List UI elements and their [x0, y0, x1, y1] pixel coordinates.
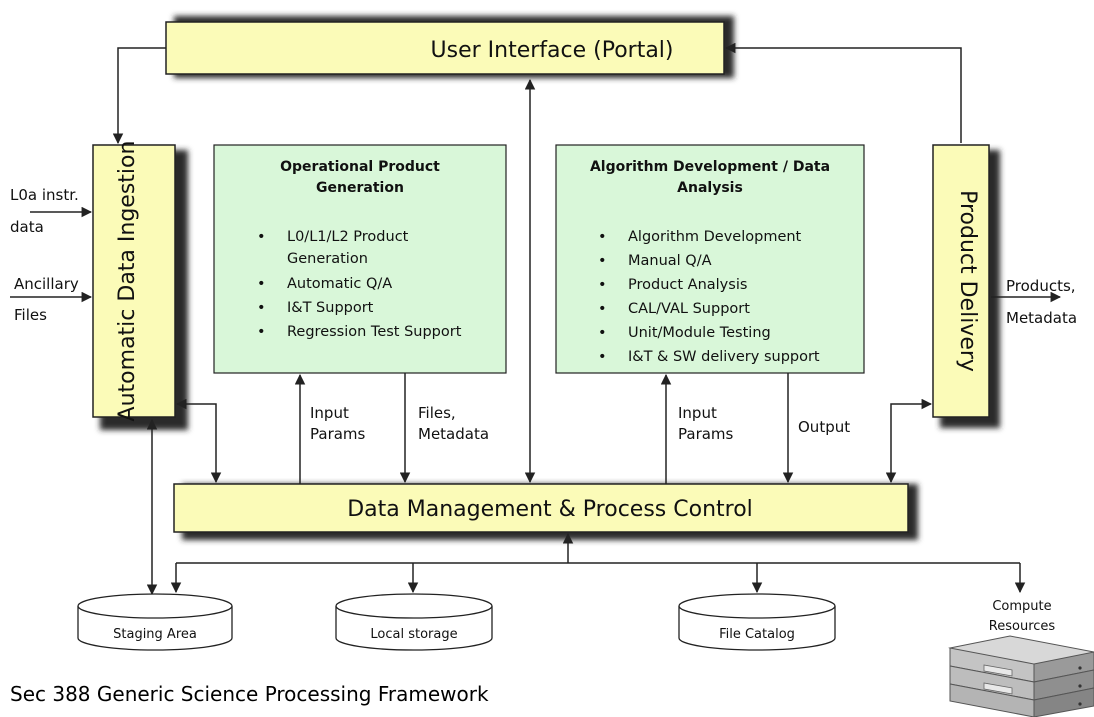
delivery-label: Product Delivery — [955, 190, 980, 372]
output-label: Output — [798, 418, 850, 436]
files-metadata-label-1: Files, — [418, 404, 456, 422]
files-metadata-label-2: Metadata — [418, 425, 489, 443]
algorithm-item: Product Analysis — [628, 277, 747, 293]
compute-label-2: Resources — [989, 619, 1056, 634]
operational-title-1: Operational Product — [280, 159, 440, 175]
ancillary-label-2: Files — [14, 306, 47, 324]
ancillary-label-1: Ancillary — [14, 275, 79, 293]
connectors — [10, 42, 1062, 596]
ui-portal-label: User Interface (Portal) — [431, 38, 674, 63]
algorithm-item: I&T & SW delivery support — [628, 349, 820, 365]
ui-portal-box[interactable] — [165, 21, 725, 75]
operational-item: Regression Test Support — [287, 324, 462, 340]
delivery-box[interactable] — [932, 144, 990, 418]
operational-item: Generation — [287, 251, 368, 267]
algorithm-panel[interactable] — [555, 144, 865, 374]
ingestion-data-mgmt-arrow — [175, 398, 222, 484]
compute-label-1: Compute — [992, 599, 1051, 614]
alg-input-params-label-1: Input — [678, 404, 717, 422]
alg-input-params-label-2: Params — [678, 425, 734, 443]
file-catalog-label: File Catalog — [719, 627, 795, 642]
data-mgmt-label: Data Management & Process Control — [347, 497, 753, 522]
products-label-2: Metadata — [1006, 309, 1077, 327]
delivery-to-ui-arrow — [724, 42, 962, 143]
l0a-label-1: L0a instr. — [10, 186, 79, 204]
op-input-params-label-1: Input — [310, 404, 349, 422]
operational-panel[interactable] — [213, 144, 507, 374]
staging-area-cylinder[interactable]: Staging Area — [77, 593, 233, 651]
algorithm-bullet: • — [598, 277, 607, 293]
products-label-1: Products, — [1006, 277, 1076, 295]
staging-area-label: Staging Area — [113, 627, 197, 642]
algorithm-item: Manual Q/A — [628, 253, 712, 269]
algorithm-title-2: Analysis — [677, 180, 743, 196]
operational-bullet: • — [257, 300, 266, 316]
op-input-params-label-2: Params — [310, 425, 366, 443]
operational-item: Automatic Q/A — [287, 276, 392, 292]
algorithm-bullet: • — [598, 253, 607, 269]
data-mgmt-box[interactable] — [173, 483, 909, 533]
algorithm-item: CAL/VAL Support — [628, 301, 750, 317]
algorithm-title-1: Algorithm Development / Data — [590, 159, 830, 175]
operational-title-2: Generation — [316, 180, 404, 196]
algorithm-item: Algorithm Development — [628, 229, 802, 245]
figure-caption: Sec 388 Generic Science Processing Frame… — [10, 682, 489, 706]
data-mgmt-delivery-arrow — [885, 398, 933, 484]
operational-item: L0/L1/L2 Product — [287, 229, 409, 245]
ui-to-ingestion-arrow — [112, 47, 166, 145]
operational-bullet: • — [257, 324, 266, 340]
operational-item: I&T Support — [287, 300, 374, 316]
ingestion-box[interactable] — [92, 144, 176, 418]
algorithm-bullet: • — [598, 325, 607, 341]
file-catalog-cylinder[interactable]: File Catalog — [678, 593, 836, 651]
algorithm-bullet: • — [598, 349, 607, 365]
algorithm-item: Unit/Module Testing — [628, 325, 771, 341]
operational-bullet: • — [257, 229, 266, 245]
algorithm-bullet: • — [598, 301, 607, 317]
l0a-label-2: data — [10, 218, 44, 236]
local-storage-label: Local storage — [370, 627, 457, 642]
operational-bullet: • — [257, 276, 266, 292]
server-stack-icon[interactable] — [948, 635, 1094, 717]
ingestion-label: Automatic Data Ingestion — [115, 141, 140, 422]
local-storage-cylinder[interactable]: Local storage — [335, 593, 493, 651]
algorithm-bullet: • — [598, 229, 607, 245]
